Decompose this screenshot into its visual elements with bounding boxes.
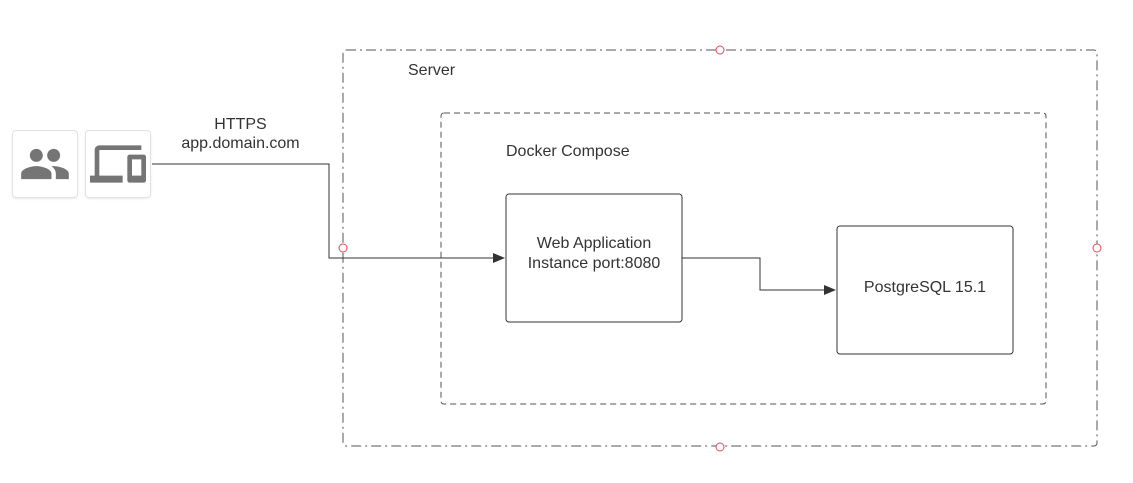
db-connector[interactable]: [682, 257, 836, 295]
server-connection-point-bottom[interactable]: [715, 442, 725, 452]
postgresql-node[interactable]: [836, 225, 1014, 355]
connection-protocol-label: HTTPS: [214, 116, 267, 133]
postgresql-label: PostgreSQL 15.1: [837, 224, 1013, 352]
server-connection-point-top[interactable]: [715, 45, 725, 55]
server-label: Server: [408, 62, 456, 79]
web-application-title: Web Application: [536, 235, 652, 252]
https-connector[interactable]: [152, 163, 505, 263]
server-connection-point-left[interactable]: [338, 243, 348, 253]
docker-compose-label: Docker Compose: [506, 143, 630, 160]
web-application-label: Web Application Instance port:8080: [506, 190, 682, 318]
devices-icon-card[interactable]: [86, 131, 150, 197]
users-icon: [21, 148, 69, 180]
server-connection-point-right[interactable]: [1092, 243, 1102, 253]
devices-icon: [90, 145, 146, 183]
users-icon-card[interactable]: [13, 131, 77, 197]
connection-host-label: app.domain.com: [181, 135, 300, 152]
docker-compose-boundary[interactable]: [440, 112, 1047, 405]
web-application-port: Instance port:8080: [527, 255, 661, 272]
postgresql-title: PostgreSQL 15.1: [863, 279, 987, 296]
